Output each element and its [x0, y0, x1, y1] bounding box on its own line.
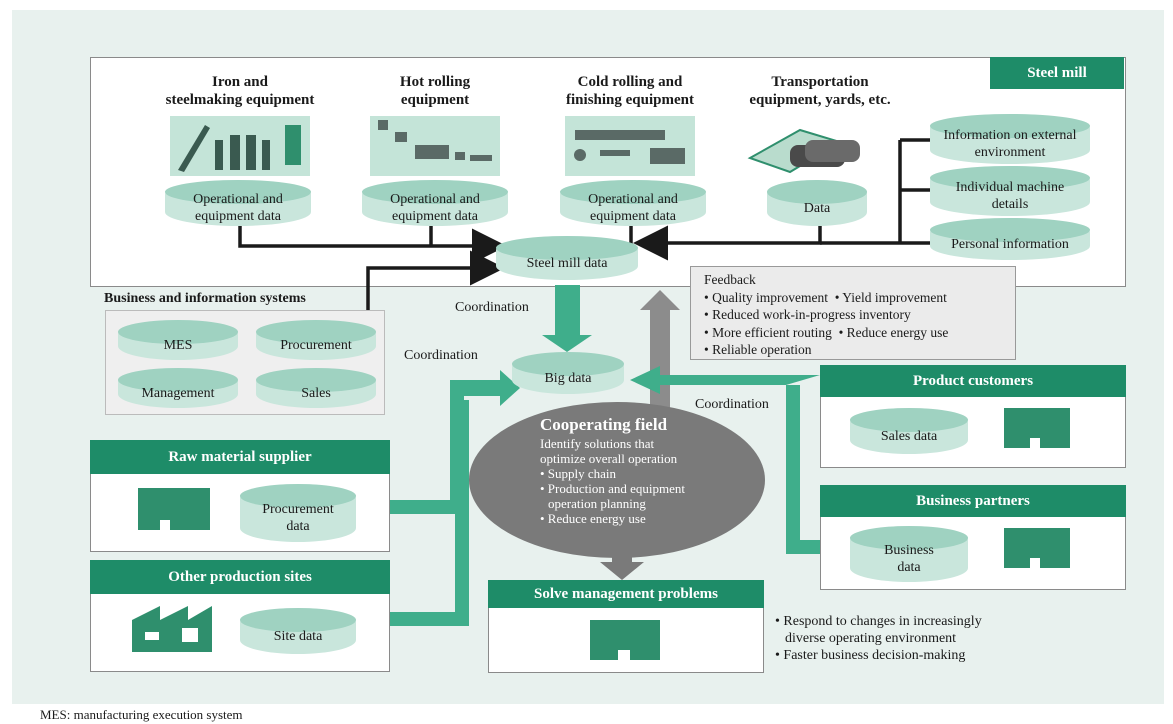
hot-title-line1: Hot rolling [399, 74, 471, 90]
cooperating-text: Cooperating field Identify solutions tha… [540, 414, 740, 526]
solve-notes: • Respond to changes in increasingly div… [775, 613, 982, 664]
hot-data-line1: Operational and [390, 192, 480, 207]
procurement-data-line2: data [286, 519, 310, 534]
iron-data-line1: Operational and [193, 192, 283, 207]
note-faster: • Faster business decision-making [775, 648, 966, 663]
iron-data-line2: equipment data [195, 209, 281, 224]
transport-title-line2: equipment, yards, etc. [749, 92, 891, 108]
iron-title-line1: Iron and [211, 74, 268, 90]
cooperating-title: Cooperating field [540, 415, 668, 434]
coordination-label-right: Coordination [695, 397, 769, 412]
sales-label: Sales [301, 385, 331, 401]
raw-supplier-title: Raw material supplier [90, 440, 390, 474]
machine-details-line1: Individual machine [955, 180, 1065, 195]
iron-equipment-image [170, 116, 310, 176]
product-customers-title: Product customers [820, 365, 1126, 397]
green-arrows [390, 285, 820, 626]
site-data-label: Site data [273, 628, 323, 644]
sales-data-cylinder: Sales data [850, 408, 968, 454]
cold-data-line2: equipment data [590, 209, 676, 224]
steel-mill-data-label: Steel mill data [526, 255, 608, 271]
other-sites-title: Other production sites [90, 560, 390, 594]
solve-title: Solve management problems [488, 580, 764, 608]
feedback-quality: • Quality improvement [704, 289, 828, 305]
feedback-reliable: • Reliable operation [704, 342, 812, 357]
procurement-label: Procurement [280, 337, 352, 353]
machine-details-cylinder: Individual machine details [930, 166, 1090, 216]
cold-data-cylinder: Operational and equipment data [560, 180, 706, 226]
big-data-label: Big data [544, 370, 592, 386]
feedback-yield: • Yield improvement [834, 289, 947, 305]
footnote: MES: manufacturing execution system [40, 707, 243, 722]
mes-label: MES [163, 337, 193, 353]
feedback-box [690, 266, 1016, 360]
personal-info-label: Personal information [951, 236, 1069, 252]
coordination-label-top: Coordination [455, 300, 529, 315]
transport-image [747, 128, 860, 174]
machine-details-line2: details [991, 197, 1029, 212]
personal-info-cylinder: Personal information [930, 218, 1090, 260]
transport-title-line1: Transportation [771, 74, 869, 90]
feedback-routing: • More efficient routing [704, 324, 832, 340]
iron-title: Iron and steelmaking equipment [150, 73, 330, 109]
business-data-cylinder: Business data [850, 526, 968, 582]
coordination-label-left: Coordination [404, 348, 478, 363]
iron-data-cylinder: Operational and equipment data [165, 180, 311, 226]
procurement-data-cylinder: Procurement data [240, 484, 356, 542]
cooperating-line2: optimize overall operation [540, 451, 678, 466]
supplier-building-icon [138, 488, 210, 530]
steel-mill-label: Steel mill [990, 57, 1124, 89]
cold-title-line1: Cold rolling and [577, 74, 683, 90]
feedback-arrow [640, 290, 680, 440]
customer-building-icon [1004, 408, 1070, 448]
cooperating-bullet-energy: • Reduce energy use [540, 511, 646, 526]
solve-building-icon [590, 620, 660, 660]
business-data-line1: Business [884, 543, 934, 558]
hot-rolling-image [370, 116, 500, 176]
cooperating-bullet-production-2: operation planning [548, 496, 646, 511]
steel-mill-data-cylinder: Steel mill data [496, 236, 638, 280]
note-respond: • Respond to changes in increasingly [775, 614, 982, 629]
business-systems-title: Business and information systems [104, 291, 306, 306]
sales-cylinder: Sales [256, 368, 376, 408]
external-info-line2: environment [974, 145, 1046, 160]
hot-data-cylinder: Operational and equipment data [362, 180, 508, 226]
cold-title: Cold rolling and finishing equipment [545, 73, 715, 109]
external-info-cylinder: Information on external environment [930, 114, 1090, 164]
business-partners-title: Business partners [820, 485, 1126, 517]
factory-icon [132, 606, 212, 652]
management-cylinder: Management [118, 368, 238, 408]
iron-title-line2: steelmaking equipment [165, 92, 315, 108]
big-data-cylinder: Big data [512, 352, 624, 394]
business-data-line2: data [897, 560, 921, 575]
cold-title-line2: finishing equipment [566, 92, 694, 108]
site-data-cylinder: Site data [240, 608, 356, 654]
hot-data-line2: equipment data [392, 209, 478, 224]
hot-title: Hot rolling equipment [360, 73, 510, 109]
sales-data-label: Sales data [880, 428, 938, 444]
cold-rolling-image [565, 116, 695, 176]
solve-down-arrow [600, 556, 644, 580]
cooperating-bullet-supply: • Supply chain [540, 466, 617, 481]
feedback-wip: • Reduced work-in-progress inventory [704, 307, 911, 322]
feedback-energy: • Reduce energy use [838, 324, 949, 340]
cooperating-line1: Identify solutions that [540, 436, 655, 451]
mes-cylinder: MES [118, 320, 238, 360]
hot-title-line2: equipment [400, 92, 470, 108]
procurement-cylinder: Procurement [256, 320, 376, 360]
cold-data-line1: Operational and [588, 192, 678, 207]
feedback-text: Feedback • Quality improvement • Yield i… [704, 271, 948, 359]
management-label: Management [141, 385, 215, 401]
transport-data-cylinder: Data [767, 180, 867, 226]
transport-title: Transportation equipment, yards, etc. [730, 73, 910, 109]
partner-building-icon [1004, 528, 1070, 568]
transport-data-label: Data [803, 200, 831, 216]
cooperating-ellipse [469, 402, 765, 558]
feedback-title: Feedback [704, 272, 756, 287]
external-info-line1: Information on external [943, 128, 1077, 143]
procurement-data-line1: Procurement [262, 502, 334, 517]
cooperating-bullet-production: • Production and equipment [540, 481, 685, 496]
note-respond-2: diverse operating environment [785, 631, 957, 646]
